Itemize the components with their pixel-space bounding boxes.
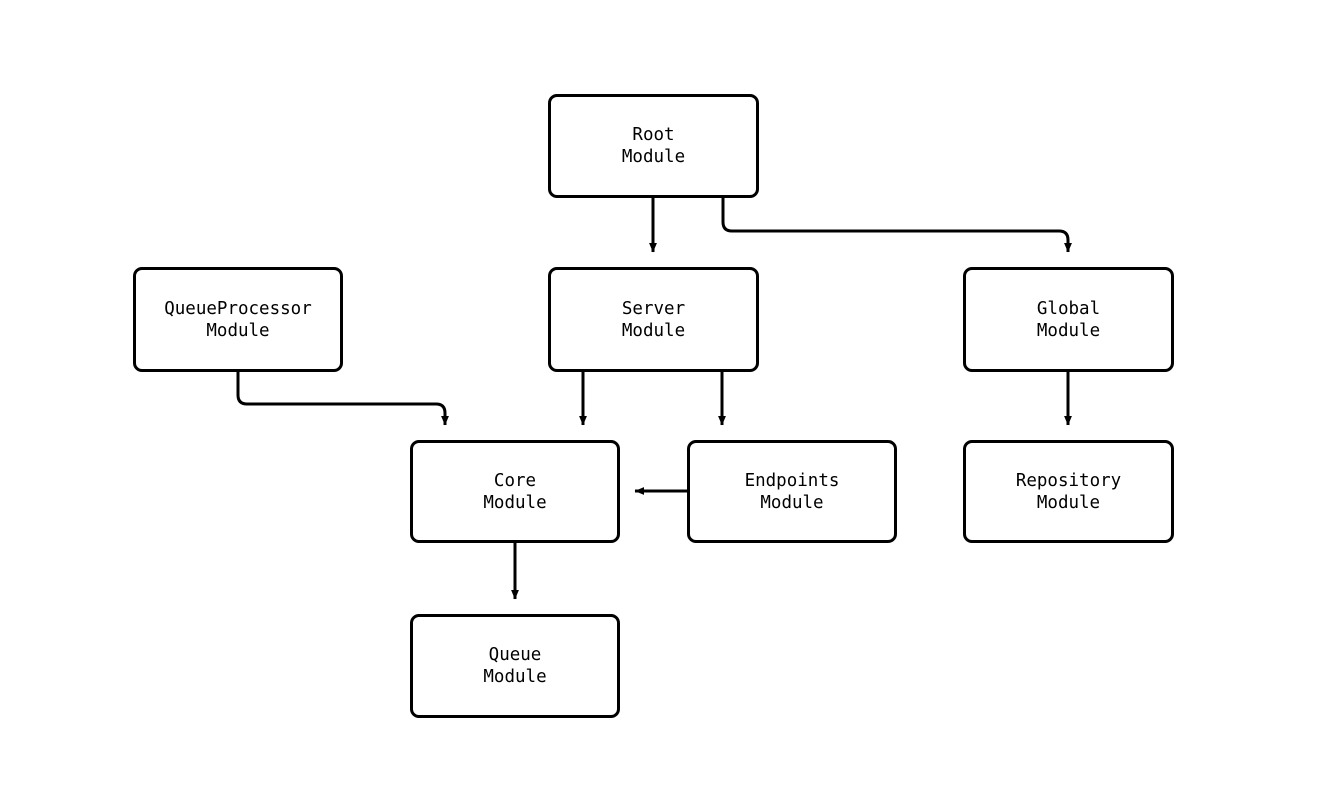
- node-label: Global Module: [1036, 298, 1101, 341]
- node-label: Queue Module: [483, 645, 547, 687]
- node-root-module[interactable]: Root Module: [548, 94, 759, 198]
- node-global-module[interactable]: Global Module: [963, 267, 1174, 372]
- node-queue-module[interactable]: Queue Module: [410, 614, 620, 718]
- node-core-module[interactable]: Core Module: [410, 440, 620, 543]
- node-repository-module[interactable]: Repository Module: [963, 440, 1174, 543]
- node-label: Repository Module: [1015, 470, 1122, 513]
- node-server-module[interactable]: Server Module: [548, 267, 759, 372]
- edge-root-global: [721, 198, 1072, 253]
- node-queueprocessor-module[interactable]: QueueProcessor Module: [133, 267, 343, 372]
- node-label: Endpoints Module: [744, 470, 840, 513]
- node-endpoints-module[interactable]: Endpoints Module: [687, 440, 897, 543]
- node-label: Server Module: [621, 298, 686, 341]
- node-label: QueueProcessor Module: [164, 298, 312, 341]
- node-label: Root Module: [621, 125, 686, 167]
- node-label: Core Module: [483, 470, 547, 513]
- edge-queueprocessor-core: [236, 372, 449, 426]
